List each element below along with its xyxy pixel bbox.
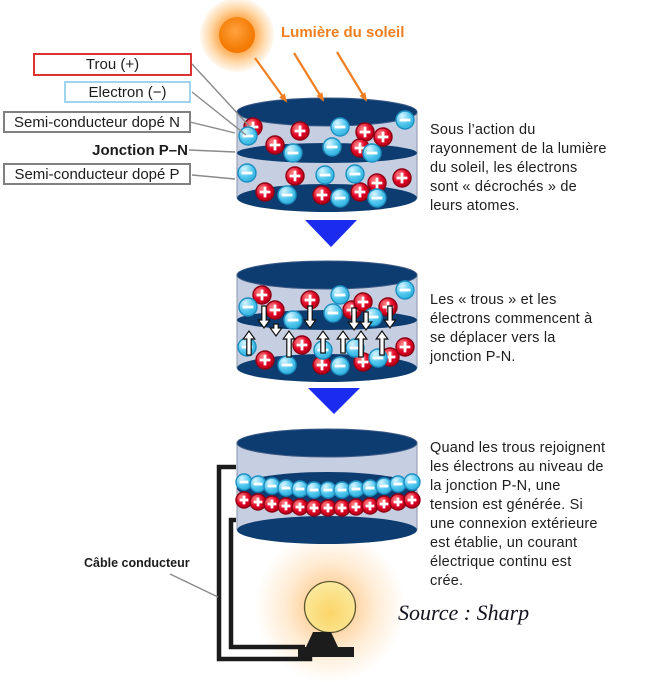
step-3-description: Quand les trous rejoignent les électrons… — [430, 440, 606, 589]
electron-minus-particle-icon — [237, 163, 257, 183]
hole-plus-particle-icon — [353, 292, 373, 312]
blue-down-triangle-icon — [308, 388, 360, 414]
stage2-drift-arrows — [242, 305, 397, 358]
hole-plus-particle-icon — [292, 335, 312, 355]
stage1-particles — [237, 110, 415, 208]
hole-plus-particle-icon — [375, 495, 393, 513]
hole-plus-particle-icon — [373, 127, 393, 147]
hole-plus-particle-icon — [249, 493, 267, 511]
cell-top-face — [236, 97, 418, 127]
hole-plus-particle-icon — [312, 185, 332, 205]
hole-plus-particle-icon — [350, 182, 370, 202]
hole-plus-particle-icon — [290, 121, 310, 141]
hole-plus-particle-icon — [403, 491, 421, 509]
hole-plus-particle-icon — [333, 499, 351, 517]
electron-minus-particle-icon — [277, 185, 297, 205]
hole-plus-particle-icon — [285, 166, 305, 186]
stage3-particle-rows — [235, 473, 421, 517]
hole-plus-particle-icon — [235, 491, 253, 509]
electron-minus-particle-icon — [283, 143, 303, 163]
legend-semiconductor-p-box: Semi-conducteur dopé P — [3, 163, 191, 185]
hole-plus-particle-icon — [347, 498, 365, 516]
solar-cell-stage1 — [236, 97, 418, 212]
legend-trou-box: Trou (+) — [33, 53, 192, 76]
legend-pn-junction-label: Jonction P–N — [92, 142, 188, 159]
hole-plus-particle-icon — [361, 497, 379, 515]
cable-conductor-label: Câble conducteur — [84, 556, 190, 570]
electron-minus-particle-icon — [235, 473, 253, 491]
hole-plus-particle-icon — [291, 498, 309, 516]
electron-minus-particle-icon — [283, 310, 303, 330]
cell-top-face — [236, 428, 418, 458]
electron-minus-particle-icon — [249, 475, 267, 493]
sun-icon — [219, 17, 255, 53]
electron-minus-particle-icon — [319, 481, 337, 499]
hole-plus-particle-icon — [265, 135, 285, 155]
electron-minus-particle-icon — [395, 280, 415, 300]
electron-minus-particle-icon — [315, 165, 335, 185]
electron-minus-particle-icon — [277, 355, 297, 375]
step-1-description: Sous l’action du rayonnement de la lumiè… — [430, 122, 607, 214]
drift-up-arrow-icon — [375, 329, 389, 356]
drift-down-arrow-icon — [269, 323, 283, 338]
hole-plus-particle-icon — [255, 350, 275, 370]
solar-cell-stage3 — [235, 428, 421, 544]
hole-plus-particle-icon — [265, 300, 285, 320]
electron-minus-particle-icon — [367, 188, 387, 208]
electron-minus-particle-icon — [403, 473, 421, 491]
drift-up-arrow-icon — [242, 329, 256, 356]
drift-down-arrow-icon — [303, 305, 317, 330]
hole-plus-particle-icon — [255, 182, 275, 202]
electron-minus-particle-icon — [395, 110, 415, 130]
hole-plus-particle-icon — [263, 495, 281, 513]
electron-minus-particle-icon — [345, 164, 365, 184]
sun-label: Lumière du soleil — [281, 24, 405, 41]
hole-plus-particle-icon — [392, 168, 412, 188]
electron-minus-particle-icon — [362, 143, 382, 163]
hole-plus-particle-icon — [395, 337, 415, 357]
hole-plus-particle-icon — [389, 493, 407, 511]
electron-minus-particle-icon — [330, 356, 350, 376]
electron-minus-particle-icon — [322, 137, 342, 157]
drift-up-arrow-icon — [316, 329, 330, 354]
drift-down-arrow-icon — [359, 311, 373, 332]
electron-minus-particle-icon — [238, 297, 258, 317]
electron-minus-particle-icon — [330, 117, 350, 137]
step-2-description: Les « trous » et les électrons commencen… — [430, 292, 593, 365]
semiconductor-p-bottom — [237, 516, 417, 544]
legend-electron-box: Electron (−) — [64, 81, 191, 103]
hole-plus-particle-icon — [252, 285, 272, 305]
electron-minus-particle-icon — [330, 188, 350, 208]
cell-top-face — [236, 260, 418, 290]
legend-semiconductor-n-box: Semi-conducteur dopé N — [3, 111, 191, 133]
electron-minus-particle-icon — [330, 285, 350, 305]
drift-down-arrow-icon — [347, 307, 361, 332]
source-credit: Source : Sharp — [398, 600, 530, 625]
drift-up-arrow-icon — [354, 329, 368, 358]
drift-down-arrow-icon — [383, 305, 397, 330]
stage2-particles — [237, 280, 415, 376]
drift-up-arrow-icon — [282, 329, 296, 358]
drift-up-arrow-icon — [336, 329, 350, 354]
hole-plus-particle-icon — [367, 173, 387, 193]
solar-cell-stage2 — [236, 260, 418, 382]
electron-minus-particle-icon — [238, 126, 258, 146]
electron-minus-particle-icon — [323, 303, 343, 323]
hole-plus-particle-icon — [355, 122, 375, 142]
hole-plus-particle-icon — [305, 499, 323, 517]
drift-down-arrow-icon — [257, 305, 271, 330]
light-bulb-icon — [298, 580, 357, 657]
blue-down-triangle-icon — [305, 220, 357, 247]
